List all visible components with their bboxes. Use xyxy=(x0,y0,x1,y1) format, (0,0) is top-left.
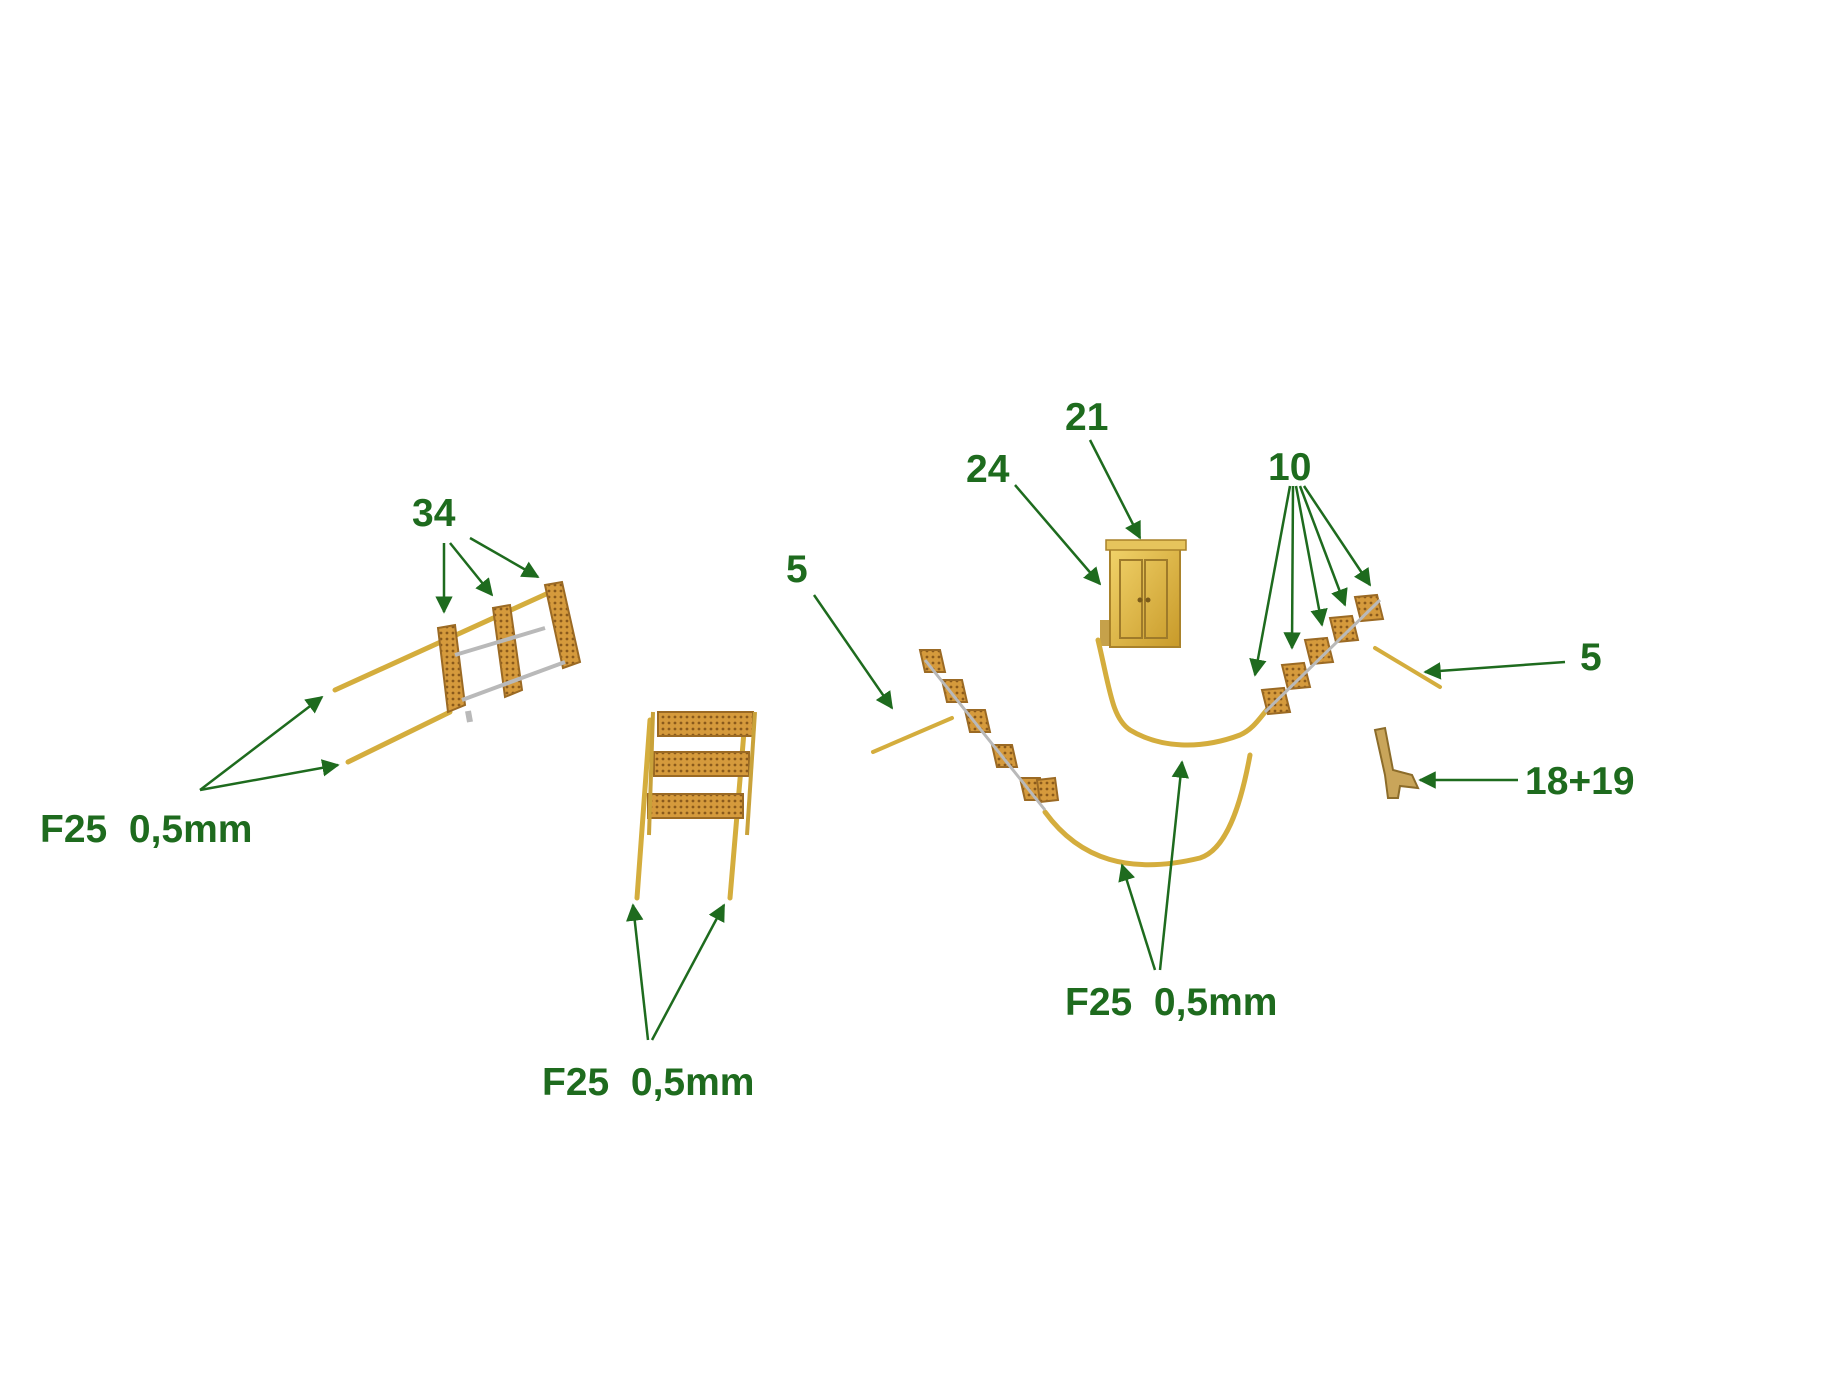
arrow xyxy=(626,903,650,1041)
mesh-step xyxy=(436,623,467,714)
mesh-step xyxy=(653,751,750,777)
arrow xyxy=(469,536,540,579)
part-label-5-right: 5 xyxy=(1580,636,1602,679)
arrow xyxy=(1294,485,1328,627)
lever-18-19 xyxy=(1373,726,1420,799)
cabinet xyxy=(1100,539,1187,648)
wire-rod xyxy=(345,709,453,765)
part-label-5-left: 5 xyxy=(786,548,808,591)
arrow xyxy=(1014,484,1102,586)
mesh-step xyxy=(647,793,744,819)
arrow xyxy=(1298,485,1348,607)
part-label-34: 34 xyxy=(412,492,456,535)
mesh-step xyxy=(657,711,754,737)
ladder-middle xyxy=(634,711,757,901)
mesh-step xyxy=(543,580,582,670)
part-label-10: 10 xyxy=(1268,446,1312,489)
ladder-34 xyxy=(332,580,582,765)
arrow xyxy=(1158,760,1190,971)
part-label-24: 24 xyxy=(966,448,1010,491)
arrow xyxy=(812,594,894,710)
arrow xyxy=(650,903,726,1041)
arrow xyxy=(199,695,324,791)
arrow xyxy=(1283,485,1301,650)
stair-rail-middle xyxy=(871,649,1253,868)
arrow xyxy=(1118,863,1157,971)
stair-rail-right xyxy=(1095,593,1442,748)
wire-label-left: F25 0,5mm xyxy=(40,808,253,851)
part-label-18-19: 18+19 xyxy=(1525,760,1635,803)
wire-label-middle: F25 0,5mm xyxy=(542,1061,755,1104)
arrow xyxy=(1302,485,1372,587)
part-label-21: 21 xyxy=(1065,396,1109,439)
mesh-step xyxy=(491,603,524,699)
wire-label-right: F25 0,5mm xyxy=(1065,981,1278,1024)
arrow xyxy=(1423,660,1566,680)
arrow xyxy=(199,759,340,792)
arrow xyxy=(1249,485,1292,677)
annotation-arrows xyxy=(199,439,1566,1041)
arrow xyxy=(449,542,494,597)
arrow xyxy=(1088,439,1142,540)
